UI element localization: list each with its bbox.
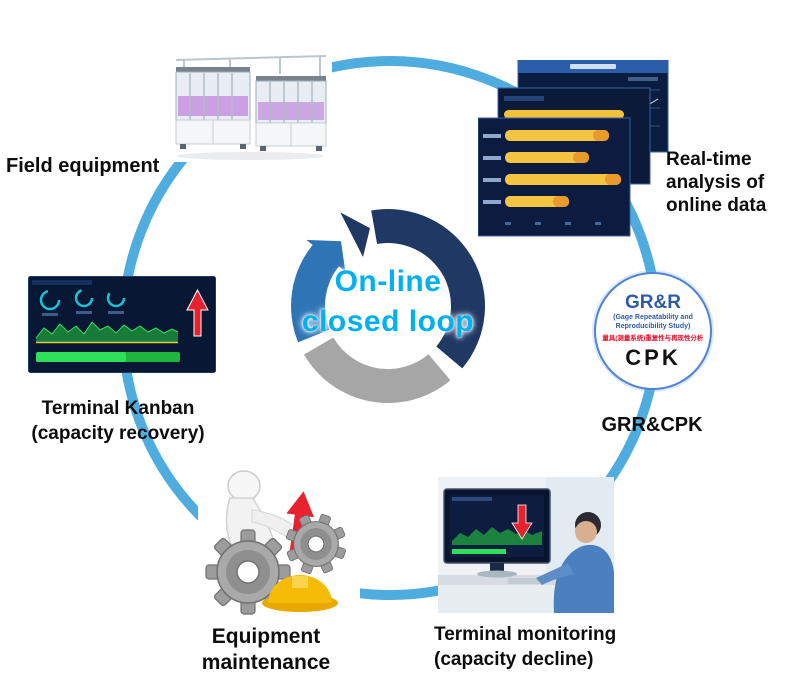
cycle-arc-gray: [304, 337, 451, 404]
floor-shadow: [176, 152, 324, 160]
field-equipment-label: Field equipment: [6, 155, 160, 177]
keyboard-icon: [508, 578, 542, 584]
field-equipment-image: [170, 50, 332, 162]
terminal-kanban-label-line2: (capacity recovery): [31, 423, 205, 444]
dashboard-panel-front: [478, 117, 631, 237]
realtime-analysis-label: Real-time analysis of online data: [666, 148, 800, 217]
cycle-arc-dark: [371, 209, 486, 369]
center-title: On-line closed loop: [268, 262, 508, 342]
grr-badge-cpk: CPK: [625, 345, 681, 370]
gauge-icons: [39, 288, 126, 311]
center-cycle-graphic: [291, 209, 486, 404]
realtime-label-line2: analysis of: [666, 172, 765, 193]
green-progress-bar: [36, 352, 180, 362]
equipment-maintenance-label-line1: Equipment: [211, 625, 321, 648]
person-figure: [536, 512, 614, 613]
machine-unit-right: [255, 76, 327, 151]
hard-hat-icon: [262, 575, 338, 612]
realtime-label-line1: Real-time: [666, 149, 752, 170]
terminal-monitoring-label-line1: Terminal monitoring: [434, 624, 617, 645]
grr-badge-chinese-text: 量具(测量系统)重复性与再现性分析: [602, 335, 704, 342]
monitor-icon: [443, 488, 551, 578]
grr-badge-title: GR&R: [625, 292, 681, 313]
terminal-kanban-label-line1: Terminal Kanban: [41, 398, 195, 419]
center-title-line1: On-line: [334, 265, 442, 298]
grr-cpk-badge: GR&R (Gage Repeatability and Reproducibi…: [594, 272, 712, 390]
grr-badge-subtitle-line2: Reproducibility Study): [615, 323, 691, 330]
center-title-line2: closed loop: [301, 305, 475, 338]
equipment-maintenance-label: Equipment maintenance: [176, 624, 356, 676]
realtime-dashboards-image: [478, 60, 669, 237]
grr-cpk-label: GRR&CPK: [601, 414, 703, 436]
yellow-bars: [505, 130, 621, 207]
machine-unit-left: [175, 67, 251, 149]
terminal-kanban-image: [28, 276, 216, 373]
equipment-maintenance-image: [198, 452, 360, 620]
cycle-dark-arrowhead-icon: [340, 212, 370, 257]
realtime-label-line3: online data: [666, 195, 767, 216]
red-down-arrow-icon: [511, 504, 533, 540]
terminal-kanban-label: Terminal Kanban (capacity recovery): [0, 396, 236, 446]
terminal-monitoring-label-line2: (capacity decline): [434, 649, 594, 670]
bar-row-labels: [483, 134, 501, 204]
terminal-monitoring-label: Terminal monitoring (capacity decline): [434, 622, 616, 672]
equipment-maintenance-label-line2: maintenance: [201, 651, 331, 674]
axis-ticks: [505, 222, 601, 225]
terminal-monitoring-image: [438, 477, 614, 613]
bar-end-caps: [553, 130, 621, 207]
cycle-arc-blue: [291, 243, 340, 343]
green-area-chart: [35, 321, 179, 344]
red-up-arrow-icon: [186, 288, 209, 337]
grr-badge-subtitle-line1: (Gage Repeatability and: [613, 314, 693, 321]
